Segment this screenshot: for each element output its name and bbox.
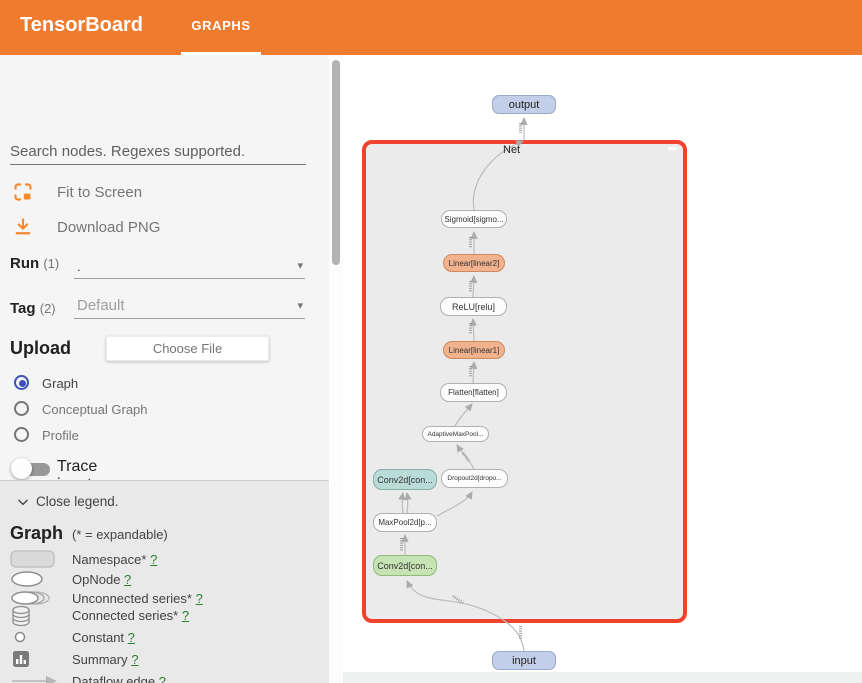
chevron-down-icon bbox=[16, 495, 30, 509]
tag-label: Tag (2) bbox=[10, 300, 56, 317]
graph-node-input[interactable]: input bbox=[492, 651, 556, 670]
connected-series-icon bbox=[10, 605, 62, 627]
sidebar-scrollbar-track bbox=[329, 55, 343, 683]
namespace-label: Net bbox=[503, 144, 521, 156]
graph-node-linear1[interactable]: Linear[linear1] bbox=[443, 341, 505, 359]
graph-node-conv2d-1[interactable]: Conv2d[con... bbox=[373, 555, 437, 576]
graph-node-output[interactable]: output bbox=[492, 95, 556, 114]
help-link[interactable]: ? bbox=[158, 674, 166, 683]
run-count: (1) bbox=[43, 256, 60, 271]
legend-item-constant: Constant ? bbox=[0, 627, 329, 649]
graph-node-maxpool2d[interactable]: MaxPool2d[p... bbox=[373, 513, 437, 532]
help-link[interactable]: ? bbox=[131, 652, 139, 667]
graph-canvas[interactable]: Net bbox=[343, 55, 862, 683]
opnode-icon bbox=[10, 569, 62, 591]
tag-count: (2) bbox=[39, 301, 56, 316]
help-link[interactable]: ? bbox=[124, 572, 132, 587]
run-select-value: . bbox=[77, 259, 81, 274]
radio-selected-icon bbox=[14, 375, 29, 390]
help-link[interactable]: ? bbox=[150, 552, 158, 567]
download-icon bbox=[13, 217, 33, 237]
radio-unselected-icon bbox=[14, 427, 29, 442]
summary-icon bbox=[10, 649, 62, 671]
app-title: TensorBoard bbox=[20, 14, 143, 36]
unconnected-series-icon bbox=[10, 588, 62, 610]
run-select-caret-icon: ▾ bbox=[297, 260, 303, 272]
help-link[interactable]: ? bbox=[127, 630, 135, 645]
download-png-label: Download PNG bbox=[57, 219, 161, 236]
search-input[interactable] bbox=[10, 139, 306, 165]
graph-node-linear2[interactable]: Linear[linear2] bbox=[443, 254, 505, 272]
sidebar: Fit to Screen Download PNG Run (1) . ▾ T… bbox=[0, 55, 329, 683]
fit-to-screen-button[interactable]: Fit to Screen bbox=[0, 182, 300, 204]
graph-node-conv2d-2[interactable]: Conv2d[con... bbox=[373, 469, 437, 490]
run-label: Run (1) bbox=[10, 255, 60, 272]
graph-node-flatten[interactable]: Flatten[flatten] bbox=[440, 383, 507, 402]
app-header: TensorBoard GRAPHS bbox=[0, 0, 862, 55]
fit-to-screen-label: Fit to Screen bbox=[57, 184, 143, 201]
legend-item-opnode: OpNode ? bbox=[0, 569, 329, 591]
graph-node-sigmoid[interactable]: Sigmoid[sigmo... bbox=[441, 210, 507, 228]
legend-item-dataflow-edge: Dataflow edge ? bbox=[0, 671, 329, 683]
help-link[interactable]: ? bbox=[195, 591, 203, 606]
legend-item-connected-series: Connected series* ? bbox=[0, 605, 329, 627]
tag-select-caret-icon: ▾ bbox=[297, 300, 303, 312]
constant-icon bbox=[10, 627, 62, 649]
choose-file-button[interactable]: Choose File bbox=[106, 336, 269, 361]
graph-node-dropout2d[interactable]: Dropout2d[dropo... bbox=[441, 469, 508, 488]
tag-select[interactable]: Default ▾ bbox=[74, 295, 305, 319]
legend-item-namespace: Namespace* ? bbox=[0, 549, 329, 571]
namespace-node-net[interactable] bbox=[362, 140, 687, 623]
help-link[interactable]: ? bbox=[181, 608, 190, 623]
collapse-indicator bbox=[668, 147, 677, 150]
legend-panel: Close legend. Graph (* = expandable) Nam… bbox=[0, 480, 329, 683]
download-png-button[interactable]: Download PNG bbox=[0, 217, 300, 239]
tab-active-underline bbox=[181, 52, 261, 55]
sidebar-scrollbar-thumb[interactable] bbox=[332, 60, 340, 265]
run-select[interactable]: . ▾ bbox=[74, 255, 305, 279]
radio-unselected-icon bbox=[14, 401, 29, 416]
legend-heading: Graph bbox=[10, 523, 64, 543]
graph-node-relu[interactable]: ReLU[relu] bbox=[440, 297, 507, 316]
dataflow-edge-icon bbox=[10, 671, 62, 683]
toggle-thumb bbox=[11, 458, 32, 479]
namespace-icon bbox=[10, 549, 62, 571]
tag-select-value: Default bbox=[77, 297, 125, 314]
graph-pane-bottom-strip bbox=[343, 672, 862, 683]
fit-to-screen-icon bbox=[13, 182, 33, 202]
upload-label: Upload bbox=[10, 338, 71, 358]
graph-node-adaptivemaxpool[interactable]: AdaptiveMaxPool... bbox=[422, 426, 489, 442]
legend-expandable-note: (* = expandable) bbox=[72, 527, 168, 542]
tab-graphs[interactable]: GRAPHS bbox=[191, 18, 251, 33]
legend-item-unconnected-series: Unconnected series* ? bbox=[0, 588, 329, 610]
legend-item-summary: Summary ? bbox=[0, 649, 329, 671]
